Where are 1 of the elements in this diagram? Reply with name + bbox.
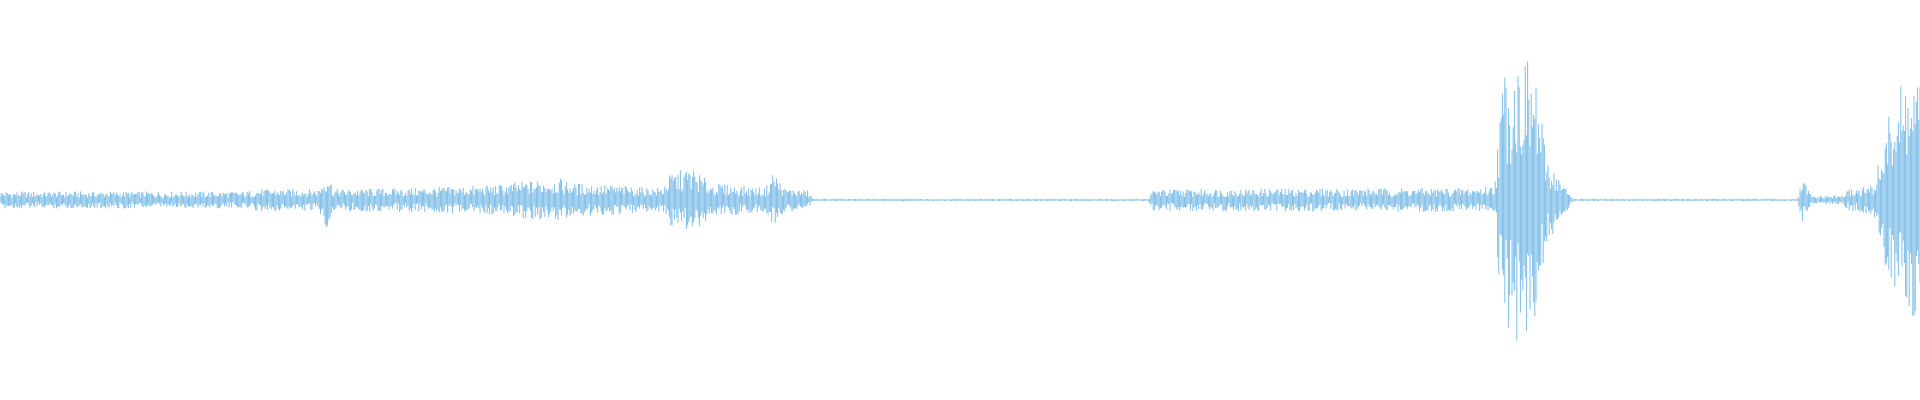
waveform-drawing xyxy=(0,61,1920,341)
